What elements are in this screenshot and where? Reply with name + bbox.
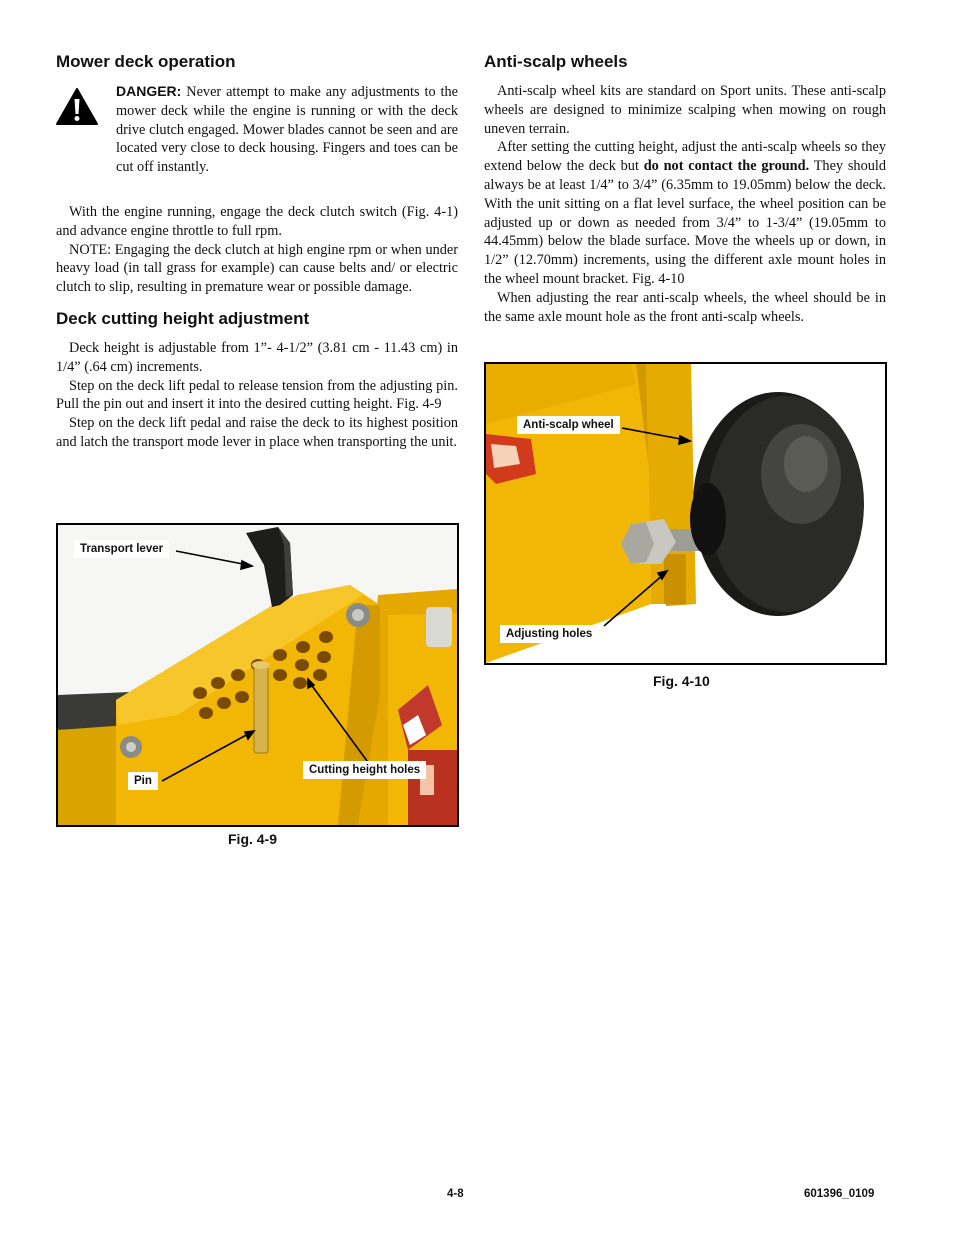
heading-deck-cutting-height: Deck cutting height adjustment (56, 308, 310, 328)
heading-mower-deck-operation: Mower deck operation (56, 52, 236, 71)
paragraph-antiscalp-intro: Anti-scalp wheel kits are standard on Sp… (484, 83, 886, 137)
emphasis-no-ground-contact: do not contact the ground. (643, 158, 810, 175)
callout-anti-scalp-wheel: Anti-scalp wheel (517, 416, 620, 434)
danger-text: DANGER: Never attempt to make any adjust… (116, 83, 458, 176)
paragraph-height-range: Deck height is adjustable from 1”- 4-1/2… (56, 339, 458, 375)
left-column: Mower deck operation DANGER: Never attem… (56, 48, 458, 452)
heading-anti-scalp-wheels: Anti-scalp wheels (484, 52, 628, 71)
paragraph-antiscalp-rear: When adjusting the rear anti-scalp wheel… (484, 289, 886, 325)
figure-4-10: Anti-scalp wheel Adjusting holes (484, 362, 887, 665)
callout-pin: Pin (128, 772, 158, 790)
callout-cutting-height-holes: Cutting height holes (303, 761, 427, 779)
caption-fig-4-9: Fig. 4-9 (228, 831, 278, 847)
deck-height-photo (58, 525, 457, 825)
paragraph-engage: With the engine running, engage the deck… (56, 203, 458, 239)
document-number: 601396_0109 (804, 1188, 875, 1200)
anti-scalp-wheel-photo (486, 364, 885, 663)
paragraph-antiscalp-adjust: After setting the cutting height, adjust… (484, 139, 886, 287)
callout-transport-lever: Transport lever (74, 540, 170, 558)
paragraph-transport: Step on the deck lift pedal and raise th… (56, 415, 458, 450)
right-column: Anti-scalp wheels Anti-scalp wheel kits … (484, 48, 886, 326)
warning-triangle-icon (56, 88, 98, 125)
callout-adjusting-holes: Adjusting holes (500, 625, 599, 643)
paragraph-adjust-pin: Step on the deck lift pedal to release t… (56, 377, 458, 413)
danger-label: DANGER: (116, 83, 182, 99)
paragraph-note: NOTE: Engaging the deck clutch at high e… (56, 241, 458, 296)
page-number: 4-8 (447, 1188, 464, 1200)
caption-fig-4-10: Fig. 4-10 (653, 673, 710, 689)
danger-notice: DANGER: Never attempt to make any adjust… (56, 82, 458, 177)
figure-4-9: Transport lever Pin Cutting height holes (56, 523, 459, 827)
